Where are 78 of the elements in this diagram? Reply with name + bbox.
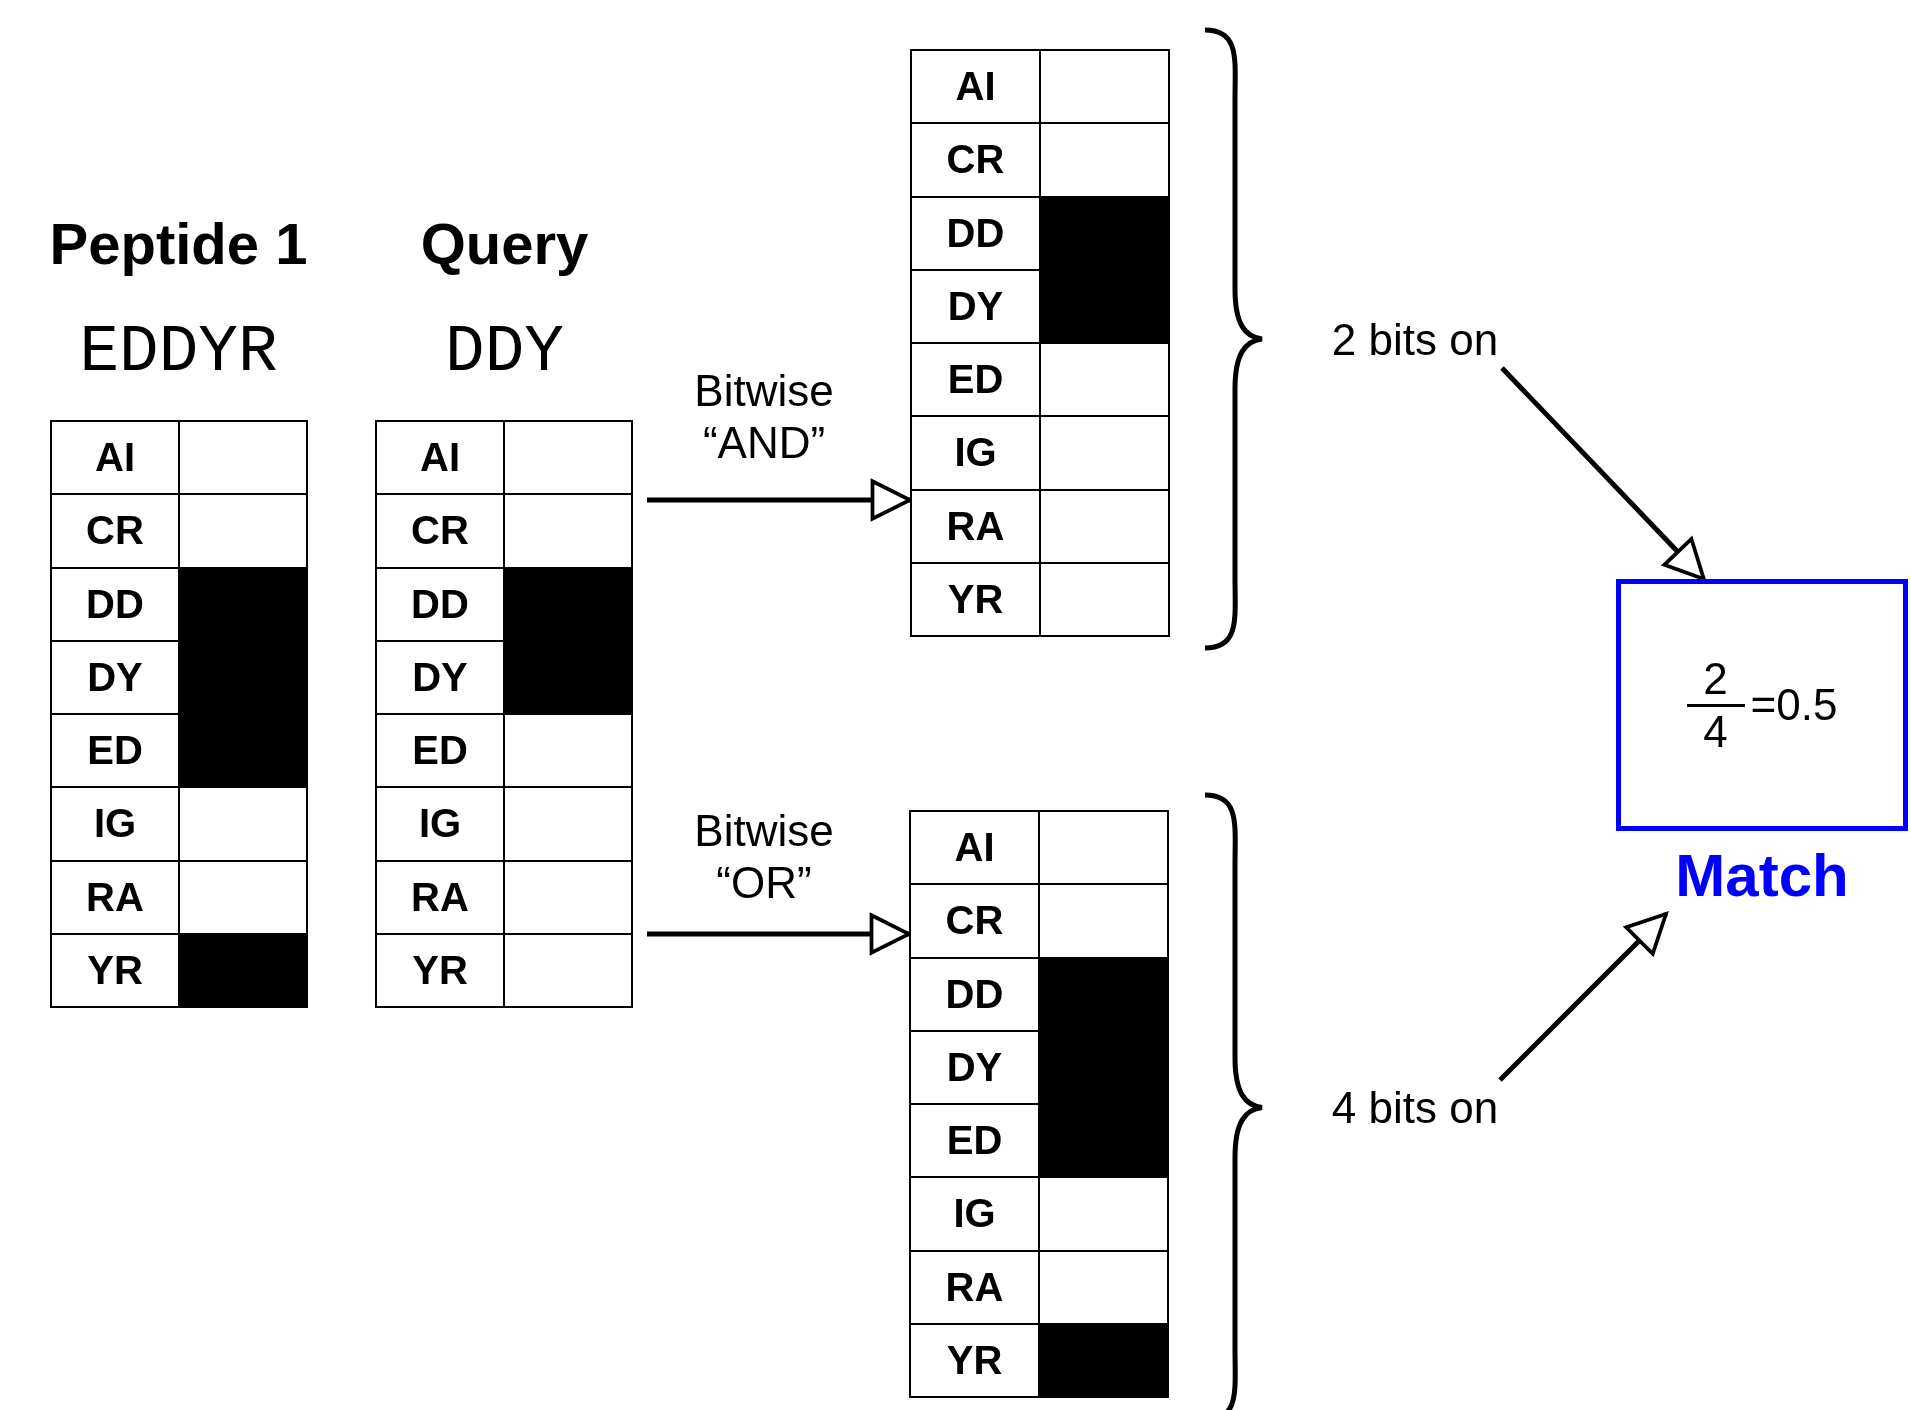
row-label-cell: DY [911,269,1040,343]
row-label-cell: CR [51,494,179,568]
bit-cell [504,421,632,495]
set-bit-cell [179,567,307,641]
bit-cell [1039,884,1168,958]
bit-cell [179,421,307,495]
row-label-cell: CR [910,884,1039,958]
fraction-denominator: 4 [1703,706,1728,757]
row-label-cell: DD [911,196,1040,270]
set-bit-cell [179,933,307,1007]
set-bit-cell [1040,196,1169,270]
row-label-cell: IG [911,416,1040,490]
arrow [647,913,911,955]
bit-cell [1040,562,1169,636]
table-heading: Query [419,210,590,277]
count-label: 4 bits on [1320,1080,1510,1136]
bit-cell [1040,343,1169,417]
row-label-cell: RA [910,1250,1039,1324]
sequence-label: DDY [444,315,565,390]
arrow [647,479,912,521]
bit-cell [504,714,632,788]
row-label-cell: ED [51,714,179,788]
row-label-cell: CR [376,494,504,568]
set-bit-cell [504,640,632,714]
row-label-cell: AI [911,50,1040,124]
arrow [1498,912,1668,1082]
row-label-cell: CR [911,123,1040,197]
arrow [1500,366,1706,581]
bit-cell [1040,416,1169,490]
row-label-cell: RA [911,489,1040,563]
equation-result: =0.5 [1750,680,1838,730]
set-bit-cell [1039,1323,1168,1397]
row-label-cell: ED [910,1104,1039,1178]
row-label-cell: RA [376,860,504,934]
result-heading: Match [1674,841,1850,910]
bit-cell [1040,50,1169,124]
row-label-cell: AI [376,421,504,495]
row-label-cell: DD [376,567,504,641]
row-label-cell: ED [911,343,1040,417]
row-label-cell: DD [910,957,1039,1031]
fraction-numerator: 2 [1703,653,1728,704]
count-label: 2 bits on [1320,312,1510,368]
set-bit-cell [1039,957,1168,1031]
bit-cell [1039,1250,1168,1324]
row-label-cell: RA [51,860,179,934]
set-bit-cell [179,714,307,788]
bit-cell [504,494,632,568]
row-label-cell: AI [51,421,179,495]
row-label-cell: IG [376,787,504,861]
bit-cell [179,494,307,568]
row-label-cell: DY [51,640,179,714]
row-label-cell: ED [376,714,504,788]
table-heading: Peptide 1 [48,210,309,277]
row-label-cell: DY [910,1030,1039,1104]
row-label-cell: YR [376,933,504,1007]
row-label-cell: YR [911,562,1040,636]
bit-cell [1039,1177,1168,1251]
bit-cell [1040,489,1169,563]
sequence-label: EDDYR [78,315,279,390]
row-label-cell: YR [51,933,179,1007]
bit-cell [504,933,632,1007]
row-label-cell: DY [376,640,504,714]
set-bit-cell [504,567,632,641]
row-label-cell: AI [910,811,1039,885]
row-label-cell: IG [51,787,179,861]
bit-cell [504,860,632,934]
bit-table [909,810,1169,1398]
row-label-cell: YR [910,1323,1039,1397]
set-bit-cell [1040,269,1169,343]
bit-cell [1040,123,1169,197]
bit-cell [179,787,307,861]
row-label-cell: DD [51,567,179,641]
row-label-cell: IG [910,1177,1039,1251]
bit-cell [179,860,307,934]
bit-cell [504,787,632,861]
set-bit-cell [1039,1104,1168,1178]
bit-table [910,49,1170,637]
bit-cell [1039,811,1168,885]
